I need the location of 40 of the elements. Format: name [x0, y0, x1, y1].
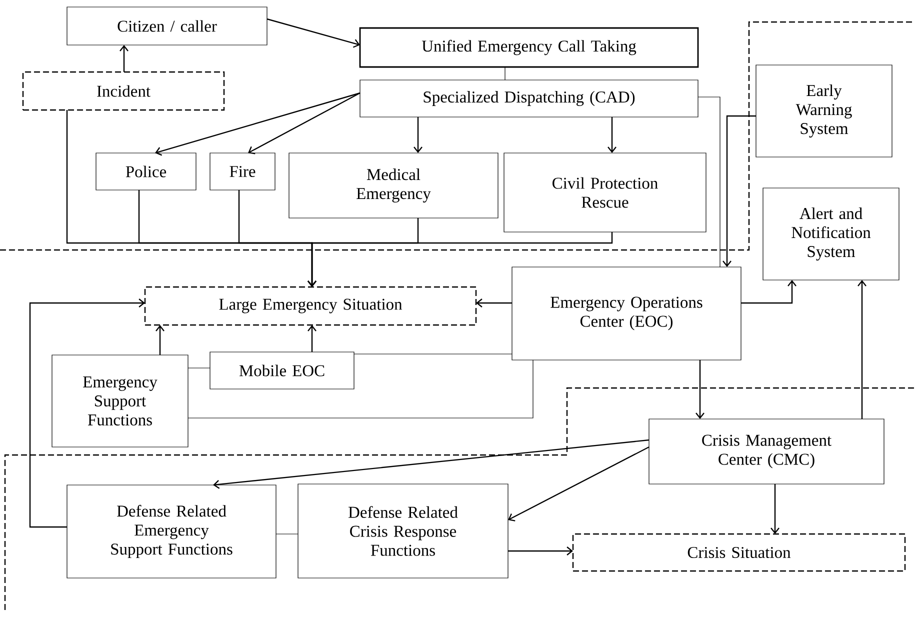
process-box: Medical Emergency — [288, 152, 498, 218]
connector-line — [188, 360, 534, 418]
arrow — [155, 92, 360, 156]
arrow — [770, 484, 780, 534]
process-box: Mobile EOC — [210, 352, 354, 390]
process-box: Emergency Support Functions — [52, 354, 188, 448]
process-box: Specialized Dispatching (CAD) — [360, 80, 698, 118]
connector-line — [698, 96, 720, 268]
arrow — [741, 280, 796, 304]
process-box: Fire — [210, 152, 276, 190]
process-box: Citizen / caller — [66, 6, 268, 46]
process-box: Unified Emergency Call Taking — [359, 27, 699, 68]
arrow — [29, 298, 146, 528]
arrow — [308, 325, 316, 352]
process-box: Crisis Management Center (CMC) — [648, 418, 884, 484]
arrow — [608, 117, 616, 153]
connector-line — [504, 66, 506, 80]
arrow — [120, 45, 128, 72]
process-box: Early Warning System — [756, 64, 892, 158]
dashed-box: Large Emergency Situation — [144, 286, 477, 326]
arrow — [476, 298, 512, 308]
dashed-box: Incident — [22, 71, 225, 111]
process-box: Emergency Operations Center (EOC) — [512, 266, 742, 360]
arrow — [308, 232, 613, 287]
arrow — [722, 115, 756, 267]
arrow — [858, 280, 866, 419]
process-box: Alert and Notification System — [762, 188, 900, 280]
arrow — [266, 18, 360, 48]
arrow — [508, 546, 573, 556]
dashed-box: Crisis Situation — [572, 533, 906, 572]
arrow — [508, 446, 650, 522]
arrow — [156, 325, 164, 355]
process-box: Civil Protection Rescue — [504, 152, 706, 232]
process-box: Police — [96, 152, 196, 190]
process-box: Defense Related Emergency Support Functions — [66, 484, 276, 578]
arrow — [414, 117, 422, 153]
arrow — [248, 92, 360, 154]
process-box: Defense Related Crisis Response Functions — [298, 484, 508, 578]
arrow — [213, 439, 650, 489]
arrow — [696, 360, 704, 419]
